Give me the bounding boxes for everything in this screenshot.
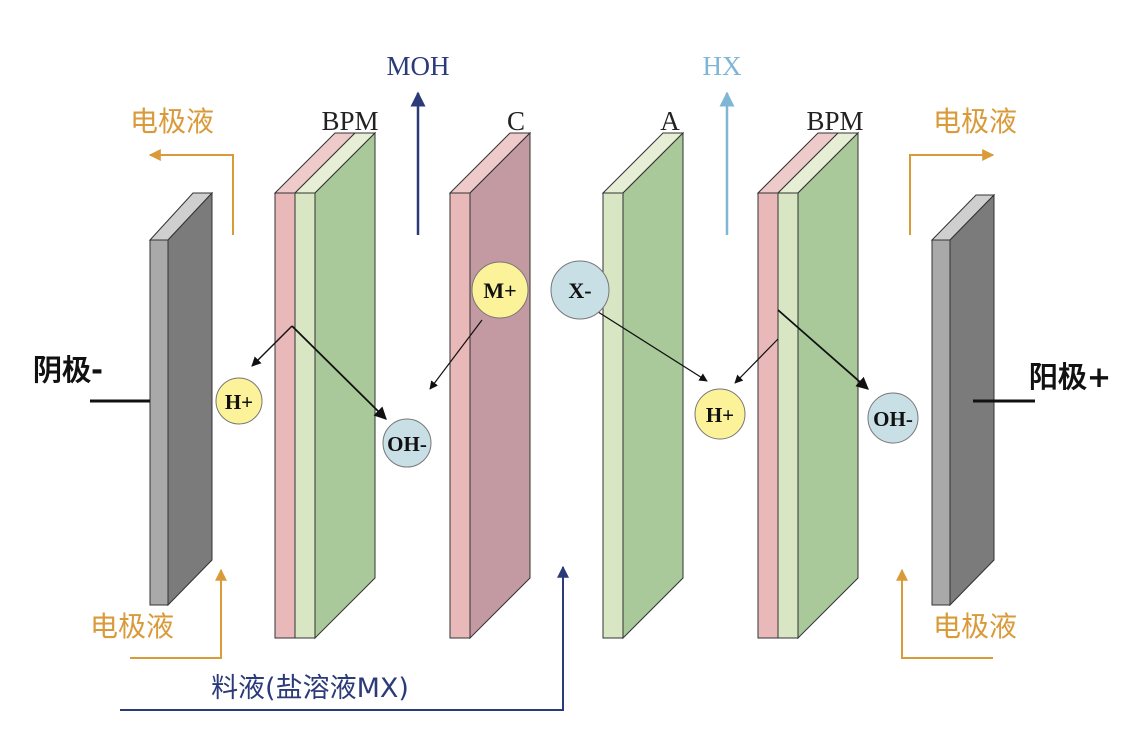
ion-x-minus-label: X- xyxy=(568,278,591,303)
anion-membrane xyxy=(601,131,685,640)
ion-oh-left-label: OH- xyxy=(387,432,427,456)
electrolyte-out-right-arrow xyxy=(909,149,995,235)
anion-membrane-label: A xyxy=(660,106,680,136)
x-migration-arrow xyxy=(594,309,708,382)
bpm-left-membrane xyxy=(273,131,377,640)
ion-h-right-label: H+ xyxy=(706,403,734,427)
electrolyte-in-left-arrow xyxy=(130,568,227,659)
ion-oh-left: OH- xyxy=(382,418,432,468)
bpm-right-membrane xyxy=(756,131,860,640)
electrolyte-out-left-arrow xyxy=(148,149,234,235)
electrolyte-out-left-label: 电极液 xyxy=(130,105,214,138)
h-left-migration-arrow xyxy=(251,325,293,367)
ion-h-left: H+ xyxy=(215,377,263,425)
feed-inlet-arrow xyxy=(120,565,569,711)
bpm-right-label: BPM xyxy=(806,106,863,136)
bpm-left-label: BPM xyxy=(321,106,378,136)
cathode-label: 阴极- xyxy=(33,353,103,387)
electrolyte-in-right-label: 电极液 xyxy=(933,610,1017,643)
moh-label: MOH xyxy=(386,51,449,81)
oh-left-migration-arrow xyxy=(291,325,387,420)
ion-h-left-label: H+ xyxy=(225,390,253,414)
oh-right-migration-arrow xyxy=(777,309,869,390)
electrolyte-in-right-arrow xyxy=(896,568,993,659)
ion-x-minus: X- xyxy=(550,260,610,320)
ion-h-right: H+ xyxy=(694,388,746,440)
electrolyte-out-right-label: 电极液 xyxy=(933,105,1017,138)
m-migration-arrow xyxy=(429,319,483,390)
anode-electrode xyxy=(930,193,996,607)
ion-oh-right: OH- xyxy=(867,392,919,444)
ion-m-plus-label: M+ xyxy=(483,278,516,303)
cation-membrane xyxy=(448,131,532,640)
ion-oh-right-label: OH- xyxy=(873,407,913,431)
h-right-migration-arrow xyxy=(734,338,779,384)
feed-label: 料液(盐溶液MX) xyxy=(211,673,409,704)
anode-label: 阳极+ xyxy=(1029,360,1111,394)
cation-membrane-label: C xyxy=(507,106,525,136)
hx-label: HX xyxy=(703,51,742,81)
cathode-electrode xyxy=(148,191,214,607)
electrolyte-in-left-label: 电极液 xyxy=(90,610,174,643)
ion-m-plus: M+ xyxy=(471,261,529,319)
